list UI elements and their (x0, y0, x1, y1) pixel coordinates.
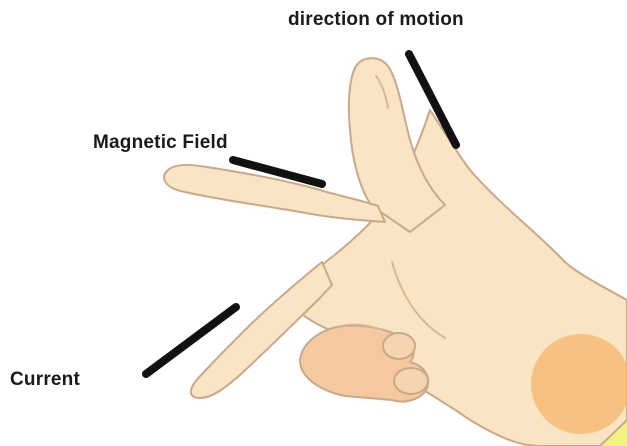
label-magnetic-field: Magnetic Field (93, 132, 228, 154)
knuckle-ring (383, 333, 415, 359)
label-current: Current (10, 369, 80, 391)
label-direction-of-motion: direction of motion (288, 9, 464, 31)
highlight-circle (531, 334, 627, 434)
knuckle-little (394, 368, 428, 394)
